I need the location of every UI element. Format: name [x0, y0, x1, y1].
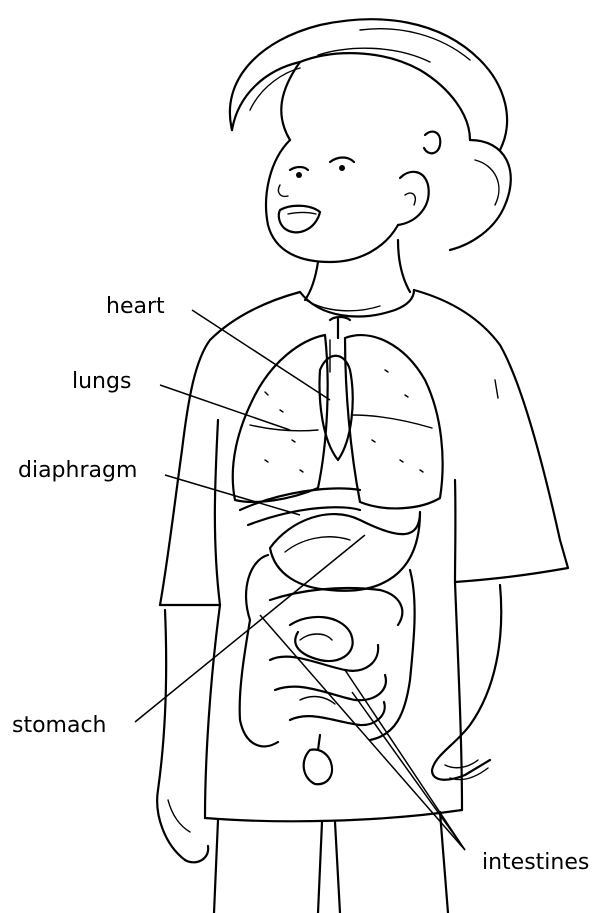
leader-lines — [135, 310, 465, 850]
label-diaphragm: diaphragm — [18, 460, 137, 482]
leader-intestines-1 — [260, 615, 465, 850]
neck-drawing — [300, 240, 414, 316]
shirt-drawing — [160, 290, 568, 821]
label-lungs: lungs — [72, 371, 131, 393]
stomach-drawing — [240, 488, 420, 590]
legs-drawing — [214, 812, 448, 913]
label-intestines: intestines — [482, 852, 589, 874]
label-heart: heart — [106, 296, 165, 318]
intestines-drawing — [240, 555, 415, 784]
label-stomach: stomach — [12, 715, 107, 737]
leader-intestines-2 — [345, 670, 465, 850]
leader-lungs — [160, 385, 290, 430]
leader-intestines-3 — [352, 692, 465, 850]
hair-drawing — [230, 19, 511, 250]
face-drawing — [266, 140, 429, 262]
